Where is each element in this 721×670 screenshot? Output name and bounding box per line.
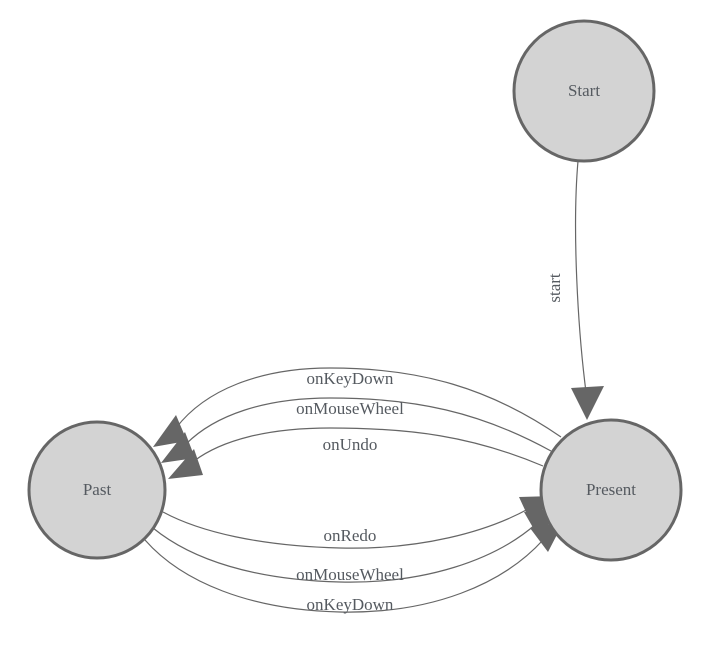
node-start-circle xyxy=(512,19,656,163)
edge-present-to-past-onkeydown-path xyxy=(175,367,562,438)
node-past[interactable]: Past xyxy=(27,420,167,560)
node-present-circle xyxy=(539,418,683,562)
arrowhead-start-to-present xyxy=(571,386,604,420)
edge-label-start: start xyxy=(545,273,564,303)
node-start[interactable]: Start xyxy=(512,19,656,163)
edge-past-to-present-onredo-path xyxy=(162,507,531,549)
edge-present-to-past-onundo-path xyxy=(193,427,544,467)
edge-label-present-to-past-onmousewheel: onMouseWheel xyxy=(296,399,404,418)
arrowhead-present-to-past-onkeydown xyxy=(153,415,187,447)
edge-past-to-present-onmousewheel[interactable]: onMouseWheel xyxy=(152,508,559,584)
node-past-label: Past xyxy=(83,480,112,499)
edge-past-to-present-onkeydown-path xyxy=(144,539,544,613)
arrowhead-present-to-past-onundo xyxy=(168,449,203,479)
edge-start-to-present[interactable]: start xyxy=(545,160,604,420)
node-present-label: Present xyxy=(586,480,636,499)
edge-label-past-to-present-onmousewheel: onMouseWheel xyxy=(296,565,404,584)
edge-present-to-past-onmousewheel[interactable]: onMouseWheel xyxy=(161,397,552,463)
edge-past-to-present-onredo[interactable]: onRedo xyxy=(162,496,554,549)
edge-present-to-past-onkeydown[interactable]: onKeyDown xyxy=(153,367,562,447)
edge-label-present-to-past-onundo: onUndo xyxy=(323,435,378,454)
node-past-circle xyxy=(27,420,167,560)
edge-label-past-to-present-onredo: onRedo xyxy=(324,526,377,545)
edge-present-to-past-onmousewheel-path xyxy=(185,397,552,452)
node-start-label: Start xyxy=(568,81,600,100)
edge-label-past-to-present-onkeydown: onKeyDown xyxy=(307,595,394,614)
arrowhead-present-to-past-onmousewheel xyxy=(161,432,195,463)
edge-past-to-present-onmousewheel-path xyxy=(152,523,537,583)
edge-start-to-present-path xyxy=(574,160,587,393)
edge-label-present-to-past-onkeydown: onKeyDown xyxy=(307,369,394,388)
edge-present-to-past-onundo[interactable]: onUndo xyxy=(168,427,544,479)
node-present[interactable]: Present xyxy=(539,418,683,562)
